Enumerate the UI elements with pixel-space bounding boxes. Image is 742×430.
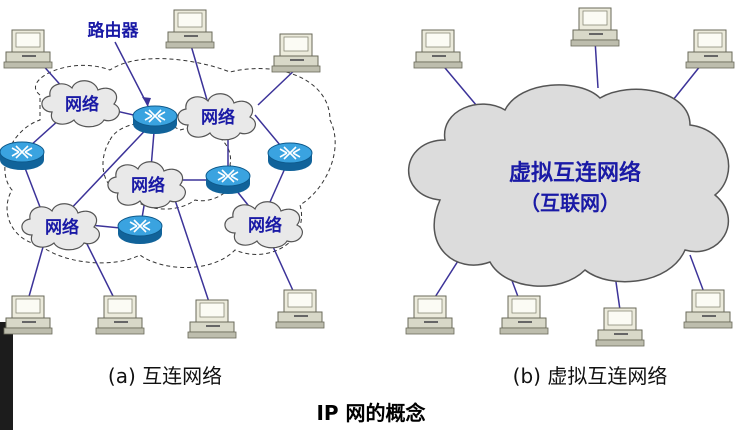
- network-cloud-bottom-left: 网络: [21, 203, 101, 251]
- network-label: 网络: [201, 107, 235, 128]
- computer-icon: [683, 289, 733, 329]
- network-cloud-center: 网络: [107, 161, 187, 209]
- computer-icon: [187, 299, 237, 339]
- computer-icon: [413, 29, 463, 69]
- computer-icon: [95, 295, 145, 335]
- computer-icon: [595, 307, 645, 347]
- computer-icon: [275, 289, 325, 329]
- router-icon: [267, 142, 313, 172]
- left-edge-strip: [0, 322, 13, 430]
- computer-icon: [3, 295, 53, 335]
- network-label: 网络: [65, 94, 99, 115]
- router-icon: [205, 165, 251, 195]
- computer-icon: [3, 29, 53, 69]
- router-icon: [0, 141, 45, 171]
- computer-icon: [271, 33, 321, 73]
- network-label: 网络: [131, 175, 165, 196]
- computer-icon: [165, 9, 215, 49]
- network-cloud-top-right: 网络: [177, 93, 257, 141]
- virtual-network-title: 虚拟互连网络: [509, 160, 641, 186]
- computer-icon: [570, 7, 620, 47]
- computer-icon: [685, 29, 735, 69]
- network-label: 网络: [248, 215, 282, 236]
- router-callout-label: 路由器: [88, 20, 140, 41]
- virtual-network-cloud: [407, 84, 730, 287]
- network-cloud-top-left: 网络: [41, 80, 121, 128]
- figure-title: IP 网的概念: [316, 401, 425, 425]
- router-icon: [132, 105, 178, 135]
- router-callout-arrow: [114, 41, 151, 107]
- computer-icon: [405, 295, 455, 335]
- left-caption: (a) 互连网络: [108, 364, 222, 388]
- computer-icon: [499, 295, 549, 335]
- network-label: 网络: [45, 217, 79, 238]
- network-cloud-bottom-right: 网络: [224, 201, 304, 249]
- virtual-network-subtitle: （互联网）: [520, 191, 620, 215]
- right-caption: (b) 虚拟互连网络: [513, 364, 668, 388]
- router-icon: [117, 215, 163, 245]
